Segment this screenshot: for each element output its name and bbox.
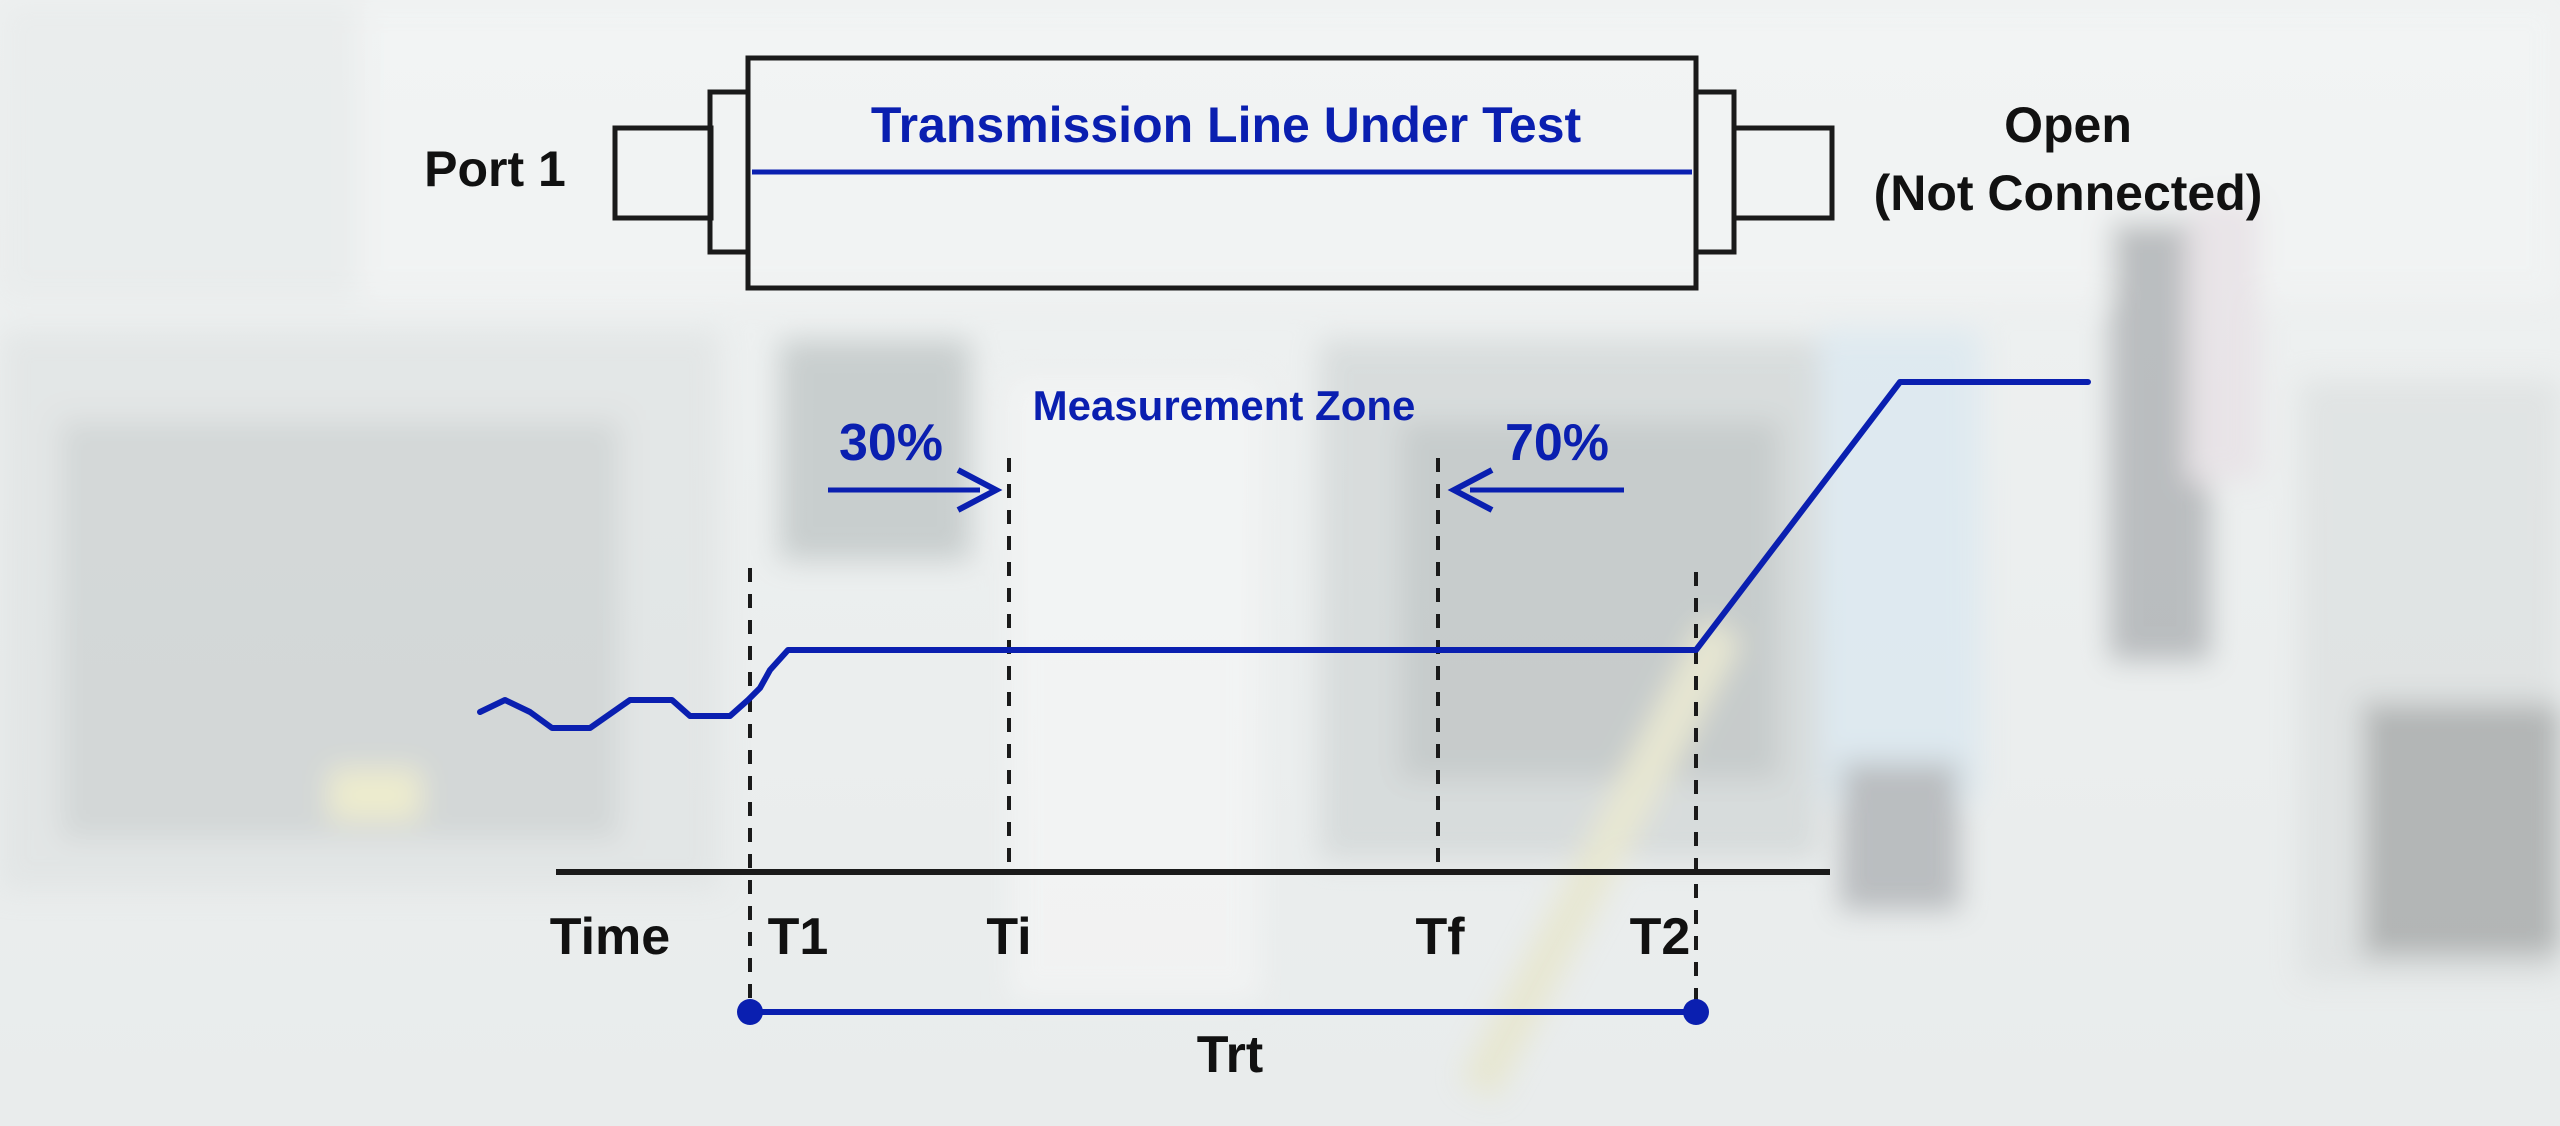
open-label-line1: Open [2004, 97, 2132, 153]
start-percent-label: 30% [839, 414, 943, 472]
trt-label: Trt [1197, 1026, 1263, 1084]
trt-end-dot [1683, 999, 1709, 1025]
open-label-line2: (Not Connected) [1874, 165, 2263, 221]
connector-left-flange [707, 89, 751, 255]
measurement-zone-label: Measurement Zone [1033, 382, 1416, 429]
connector-right-icon [1731, 125, 1835, 221]
transmission-line-assembly [612, 55, 1835, 291]
arrow-left-icon [1447, 467, 1624, 513]
end-percent-label: 70% [1505, 414, 1609, 472]
tf-label: Tf [1415, 908, 1465, 966]
t2-label: T2 [1630, 908, 1691, 966]
ti-label: Ti [986, 908, 1031, 966]
trt-start-dot [737, 999, 763, 1025]
tdr-waveform [477, 379, 2091, 731]
port-label: Port 1 [424, 141, 566, 197]
arrow-right-icon [828, 467, 1003, 513]
t1-label: T1 [768, 908, 829, 966]
time-axis-label: Time [550, 908, 670, 966]
line-title: Transmission Line Under Test [871, 97, 1582, 153]
connector-left-icon [612, 125, 714, 221]
connector-right-flange [1693, 89, 1737, 255]
